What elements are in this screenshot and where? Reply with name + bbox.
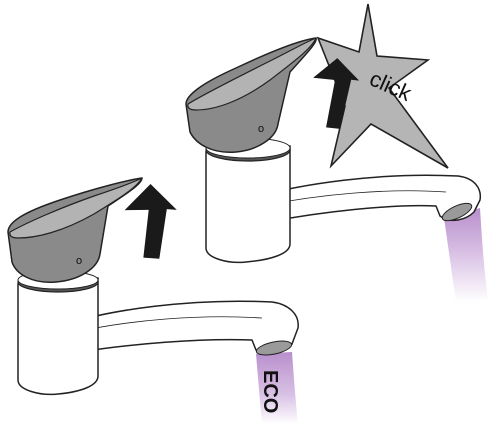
- faucet-body-back: [205, 145, 291, 264]
- lever-mark-back: o: [258, 123, 264, 135]
- water-stream-front: [256, 352, 298, 424]
- eco-label: ECO: [259, 370, 281, 413]
- click-star: click: [316, 3, 449, 169]
- faucet-front: ECO o: [7, 177, 299, 424]
- faucet-body-front: [17, 277, 99, 396]
- up-arrow-icon-front: [124, 183, 177, 259]
- up-arrow-icon-back: [313, 58, 360, 129]
- faucet-back: click o: [185, 3, 488, 302]
- lever-mark-front: o: [76, 255, 82, 267]
- water-stream-back: [444, 208, 488, 302]
